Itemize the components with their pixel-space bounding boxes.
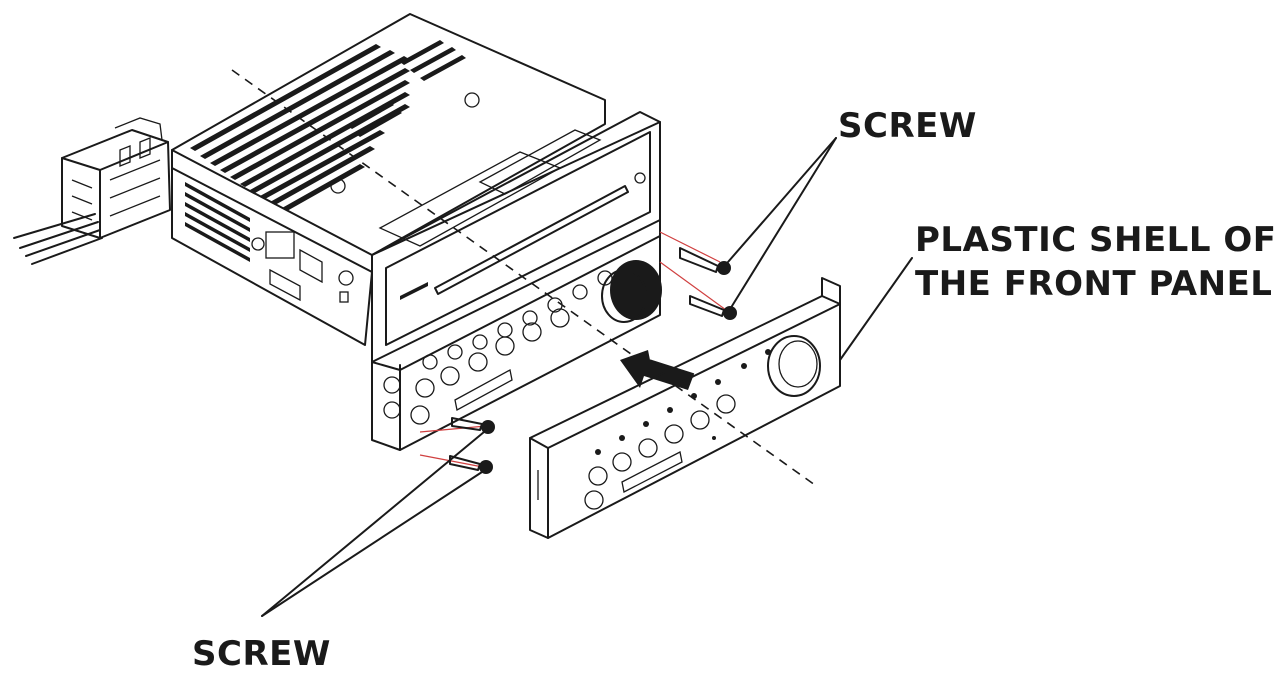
- screw-icon: [679, 247, 731, 275]
- volume-knob: [601, 260, 662, 323]
- control-panel: [371, 219, 662, 451]
- label-screw-top: SCREW: [838, 106, 977, 146]
- screws: [449, 247, 737, 474]
- insert-direction-arrow-icon: [620, 350, 695, 390]
- shell-holes: [584, 349, 771, 510]
- harness-wires: [13, 213, 103, 265]
- label-plastic-shell: PLASTIC SHELL OF THE FRONT PANEL: [915, 218, 1276, 306]
- screw-icon: [689, 295, 737, 320]
- radio-chassis: [171, 13, 606, 346]
- top-vent-slots: [190, 40, 466, 211]
- label-plastic-shell-line1: PLASTIC SHELL OF: [915, 220, 1277, 260]
- label-plastic-shell-line2: THE FRONT PANEL: [915, 264, 1273, 304]
- cd-slot: [434, 185, 629, 295]
- plastic-shell: [529, 277, 841, 539]
- leader-lines: [261, 137, 913, 617]
- side-vent-slots: [185, 182, 250, 262]
- front-faceplate: [371, 111, 661, 363]
- screw-icon: [451, 417, 495, 434]
- panel-buttons: [383, 270, 613, 425]
- label-screw-bottom: SCREW: [192, 634, 331, 674]
- wiring-harness-connector: [13, 117, 171, 265]
